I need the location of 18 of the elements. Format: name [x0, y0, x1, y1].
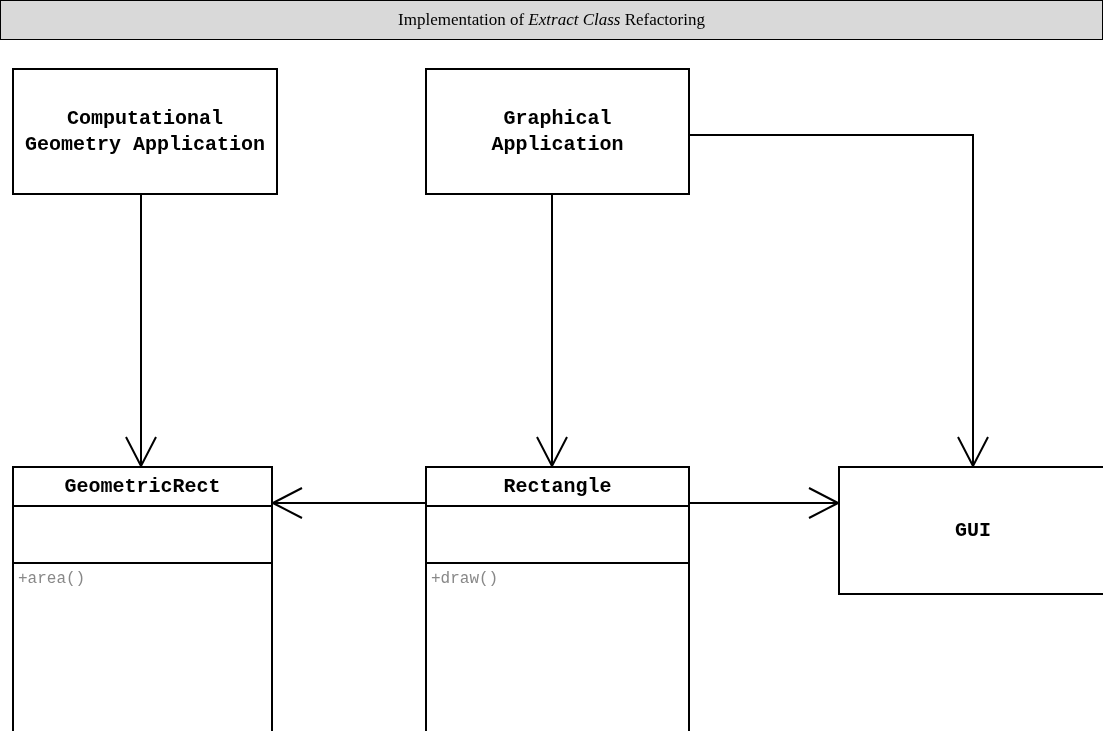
arrow [272, 487, 426, 519]
class-box [838, 466, 1103, 595]
method-name: +area() [18, 570, 86, 588]
arrow [125, 194, 157, 467]
class-name: GeometricRect [63, 473, 222, 500]
class-name: Rectangle [502, 473, 613, 500]
class-box [12, 466, 273, 731]
class-box [12, 68, 278, 195]
class-name: GUI [954, 517, 992, 544]
class-name: Computational Geometry Application [23, 105, 266, 158]
class-box [425, 68, 690, 195]
class-box [425, 466, 690, 731]
arrow [689, 134, 989, 467]
method-name: +draw() [431, 570, 499, 588]
title: Implementation of Extract Class Refactoring [398, 10, 705, 30]
class-name: Graphical Application [490, 105, 625, 158]
arrow [536, 194, 568, 467]
arrow [689, 487, 839, 519]
